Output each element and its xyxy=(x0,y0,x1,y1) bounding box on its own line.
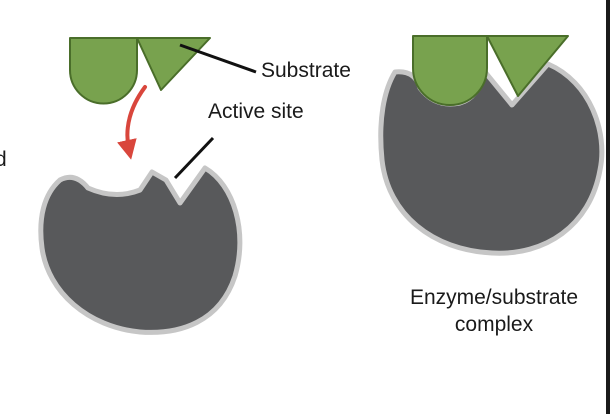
substrate-pointer-line xyxy=(179,43,257,74)
cut-off-text: d xyxy=(0,148,7,171)
complex-label-line1: Enzyme/substrate xyxy=(409,286,579,309)
enzyme-free xyxy=(38,165,243,335)
substrate-bound xyxy=(412,35,569,106)
complex-label-line2: complex xyxy=(454,313,534,336)
active-site-label: Active site xyxy=(208,100,304,123)
active-site-pointer-line xyxy=(173,136,215,180)
frame-right-border xyxy=(606,0,610,414)
enzyme-complex xyxy=(378,61,605,256)
complex-label: Enzyme/substrate complex xyxy=(368,284,614,338)
substrate-label: Substrate xyxy=(261,59,351,82)
binding-arrow xyxy=(117,85,147,160)
substrate-free xyxy=(69,37,211,105)
